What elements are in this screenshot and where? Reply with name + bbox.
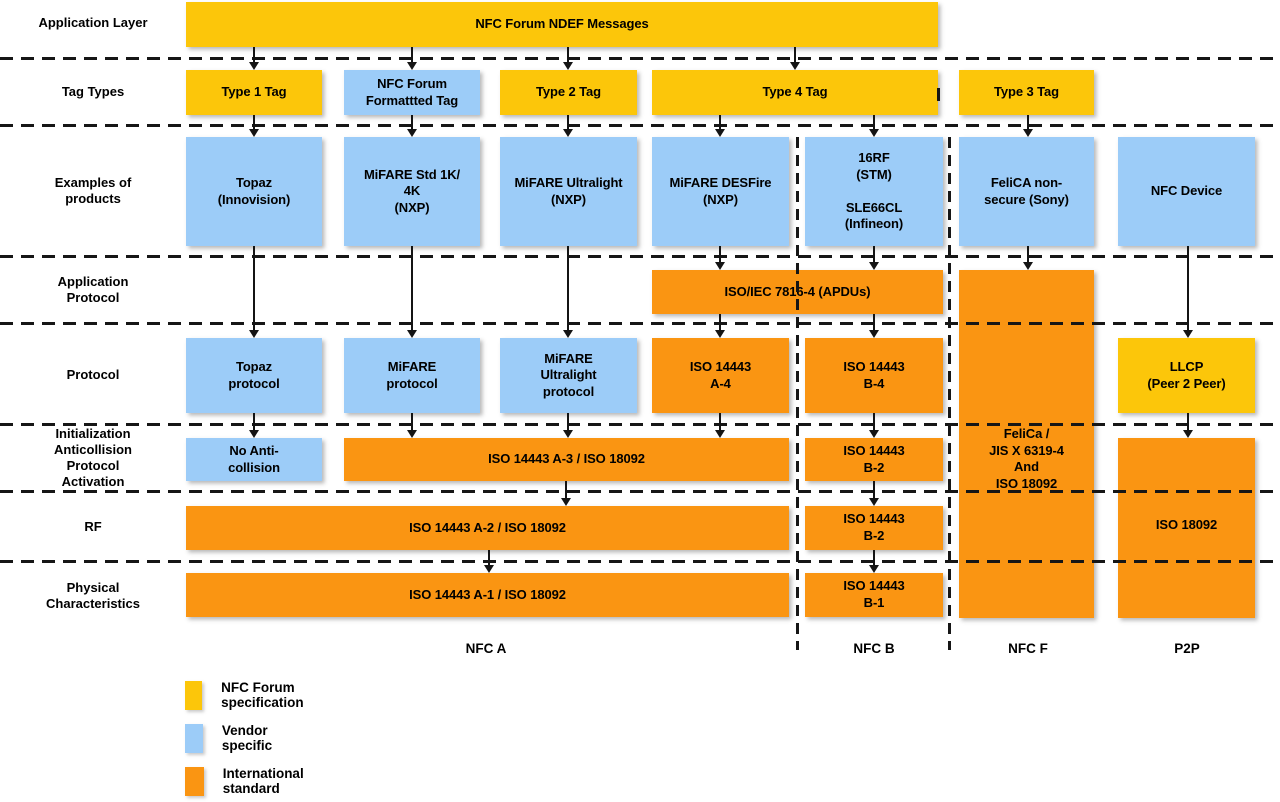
box-type-3-tag: Type 3 Tag bbox=[959, 70, 1094, 115]
flow-arrow-down bbox=[869, 314, 879, 338]
column-label-p2p: P2P bbox=[1174, 641, 1200, 656]
flow-arrow-down bbox=[563, 47, 573, 70]
legend-item-vendor-specific: Vendor specific bbox=[185, 723, 283, 753]
flow-arrow-down bbox=[715, 413, 725, 438]
legend-swatch-international-standard bbox=[185, 766, 204, 796]
box-llcp: LLCP (Peer 2 Peer) bbox=[1118, 338, 1255, 413]
box-nfc-device: NFC Device bbox=[1118, 137, 1255, 246]
flow-arrow-down bbox=[1023, 246, 1033, 270]
box-ndef-messages: NFC Forum NDEF Messages bbox=[186, 2, 938, 47]
flow-arrow-down bbox=[1183, 246, 1193, 338]
box-mifare-protocol: MiFARE protocol bbox=[344, 338, 480, 413]
box-mifare-ultralight-protocol: MiFARE Ultralight protocol bbox=[500, 338, 637, 413]
flow-arrow-down bbox=[407, 47, 417, 70]
row-label-application-layer: Application Layer bbox=[38, 14, 148, 30]
row-label-application-protocol: Application Protocol bbox=[57, 273, 129, 305]
column-divider-nfcb-nfcf bbox=[948, 137, 951, 650]
legend-item-nfc-forum: NFC Forum specification bbox=[185, 680, 316, 710]
p2p-iso-18092-label: ISO 18092 bbox=[1155, 517, 1218, 532]
box-topaz-protocol: Topaz protocol bbox=[186, 338, 322, 413]
row-divider-dashed bbox=[0, 490, 1280, 493]
box-iso-14443-a1: ISO 14443 A-1 / ISO 18092 bbox=[186, 573, 789, 617]
legend-label-vendor-specific: Vendor specific bbox=[221, 723, 273, 753]
flow-arrow-down bbox=[561, 481, 571, 506]
column-label-nfc-a: NFC A bbox=[465, 641, 507, 656]
box-iso-14443-a4: ISO 14443 A-4 bbox=[652, 338, 789, 413]
felica-jis-label: FeliCa / JIS X 6319-4 And ISO 18092 bbox=[989, 426, 1064, 491]
legend-label-international-standard: International standard bbox=[222, 766, 304, 796]
flow-arrow-down bbox=[715, 246, 725, 270]
row-label-tag-types: Tag Types bbox=[61, 83, 125, 99]
flow-arrow-down bbox=[715, 115, 725, 137]
flow-arrow-down bbox=[790, 47, 800, 70]
legend-swatch-nfc-forum bbox=[185, 680, 203, 710]
legend-swatch-vendor-specific bbox=[185, 723, 203, 753]
box-iso-14443-b2-rf: ISO 14443 B-2 bbox=[805, 506, 943, 550]
flow-arrow-down bbox=[484, 550, 494, 573]
box-topaz-innovision: Topaz (Innovision) bbox=[186, 137, 322, 246]
flow-arrow-down bbox=[869, 115, 879, 137]
row-label-protocol: Protocol bbox=[66, 366, 120, 382]
flow-arrow-down bbox=[563, 246, 573, 338]
box-type-4-tag: Type 4 Tag bbox=[652, 70, 938, 115]
flow-arrow-down bbox=[249, 115, 259, 137]
flow-arrow-down bbox=[1183, 413, 1193, 438]
box-16rf-sle66cl: 16RF (STM) SLE66CL (Infineon) bbox=[805, 137, 943, 246]
box-type-1-tag: Type 1 Tag bbox=[186, 70, 322, 115]
box-iso-14443-b1: ISO 14443 B-1 bbox=[805, 573, 943, 617]
flow-arrow-down bbox=[869, 550, 879, 573]
flow-arrow-down bbox=[249, 47, 259, 70]
flow-arrow-down bbox=[249, 246, 259, 338]
column-label-nfc-f: NFC F bbox=[1008, 641, 1048, 656]
box-iso-14443-b2-init: ISO 14443 B-2 bbox=[805, 438, 943, 481]
row-divider-dashed bbox=[0, 124, 1280, 127]
flow-arrow-down bbox=[869, 413, 879, 438]
flow-arrow-down bbox=[563, 115, 573, 137]
row-divider-dashed bbox=[0, 560, 1280, 563]
box-iso-14443-a2: ISO 14443 A-2 / ISO 18092 bbox=[186, 506, 789, 550]
box-p2p-iso-18092-tall: ISO 18092 bbox=[1118, 438, 1255, 618]
box-type-2-tag: Type 2 Tag bbox=[500, 70, 637, 115]
row-label-physical-characteristics: Physical Characteristics bbox=[46, 579, 140, 611]
box-iso-14443-b4: ISO 14443 B-4 bbox=[805, 338, 943, 413]
column-divider-nfca-nfcb bbox=[796, 137, 799, 650]
column-label-nfc-b: NFC B bbox=[853, 641, 895, 656]
row-divider-dashed bbox=[0, 322, 1280, 325]
flow-arrow-down bbox=[249, 413, 259, 438]
box-nfc-forum-formatted-tag: NFC Forum Formattted Tag bbox=[344, 70, 480, 115]
flow-arrow-down bbox=[407, 246, 417, 338]
row-label-examples-of-products: Examples of products bbox=[54, 174, 132, 206]
flow-arrow-down bbox=[563, 413, 573, 438]
flow-arrow-down bbox=[715, 314, 725, 338]
box-mifare-desfire: MiFARE DESFire (NXP) bbox=[652, 137, 789, 246]
legend-item-international-standard: International standard bbox=[185, 766, 314, 796]
box-iso-14443-a3: ISO 14443 A-3 / ISO 18092 bbox=[344, 438, 789, 481]
dash-fragment bbox=[937, 88, 940, 101]
box-no-anticollision: No Anti- collision bbox=[186, 438, 322, 481]
row-label-rf: RF bbox=[84, 518, 102, 534]
row-divider-dashed bbox=[0, 255, 1280, 258]
row-label-initialization: Initialization Anticollision Protocol Ac… bbox=[54, 425, 132, 490]
flow-arrow-down bbox=[869, 246, 879, 270]
box-mifare-std: MiFARE Std 1K/ 4K (NXP) bbox=[344, 137, 480, 246]
legend-label-nfc-forum: NFC Forum specification bbox=[221, 680, 304, 710]
flow-arrow-down bbox=[1023, 115, 1033, 137]
flow-arrow-down bbox=[407, 413, 417, 438]
flow-arrow-down bbox=[407, 115, 417, 137]
row-divider-dashed bbox=[0, 57, 1280, 60]
box-felica-non-secure: FeliCA non- secure (Sony) bbox=[959, 137, 1094, 246]
row-divider-dashed bbox=[0, 423, 1280, 426]
flow-arrow-down bbox=[869, 481, 879, 506]
box-mifare-ultralight: MiFARE Ultralight (NXP) bbox=[500, 137, 637, 246]
